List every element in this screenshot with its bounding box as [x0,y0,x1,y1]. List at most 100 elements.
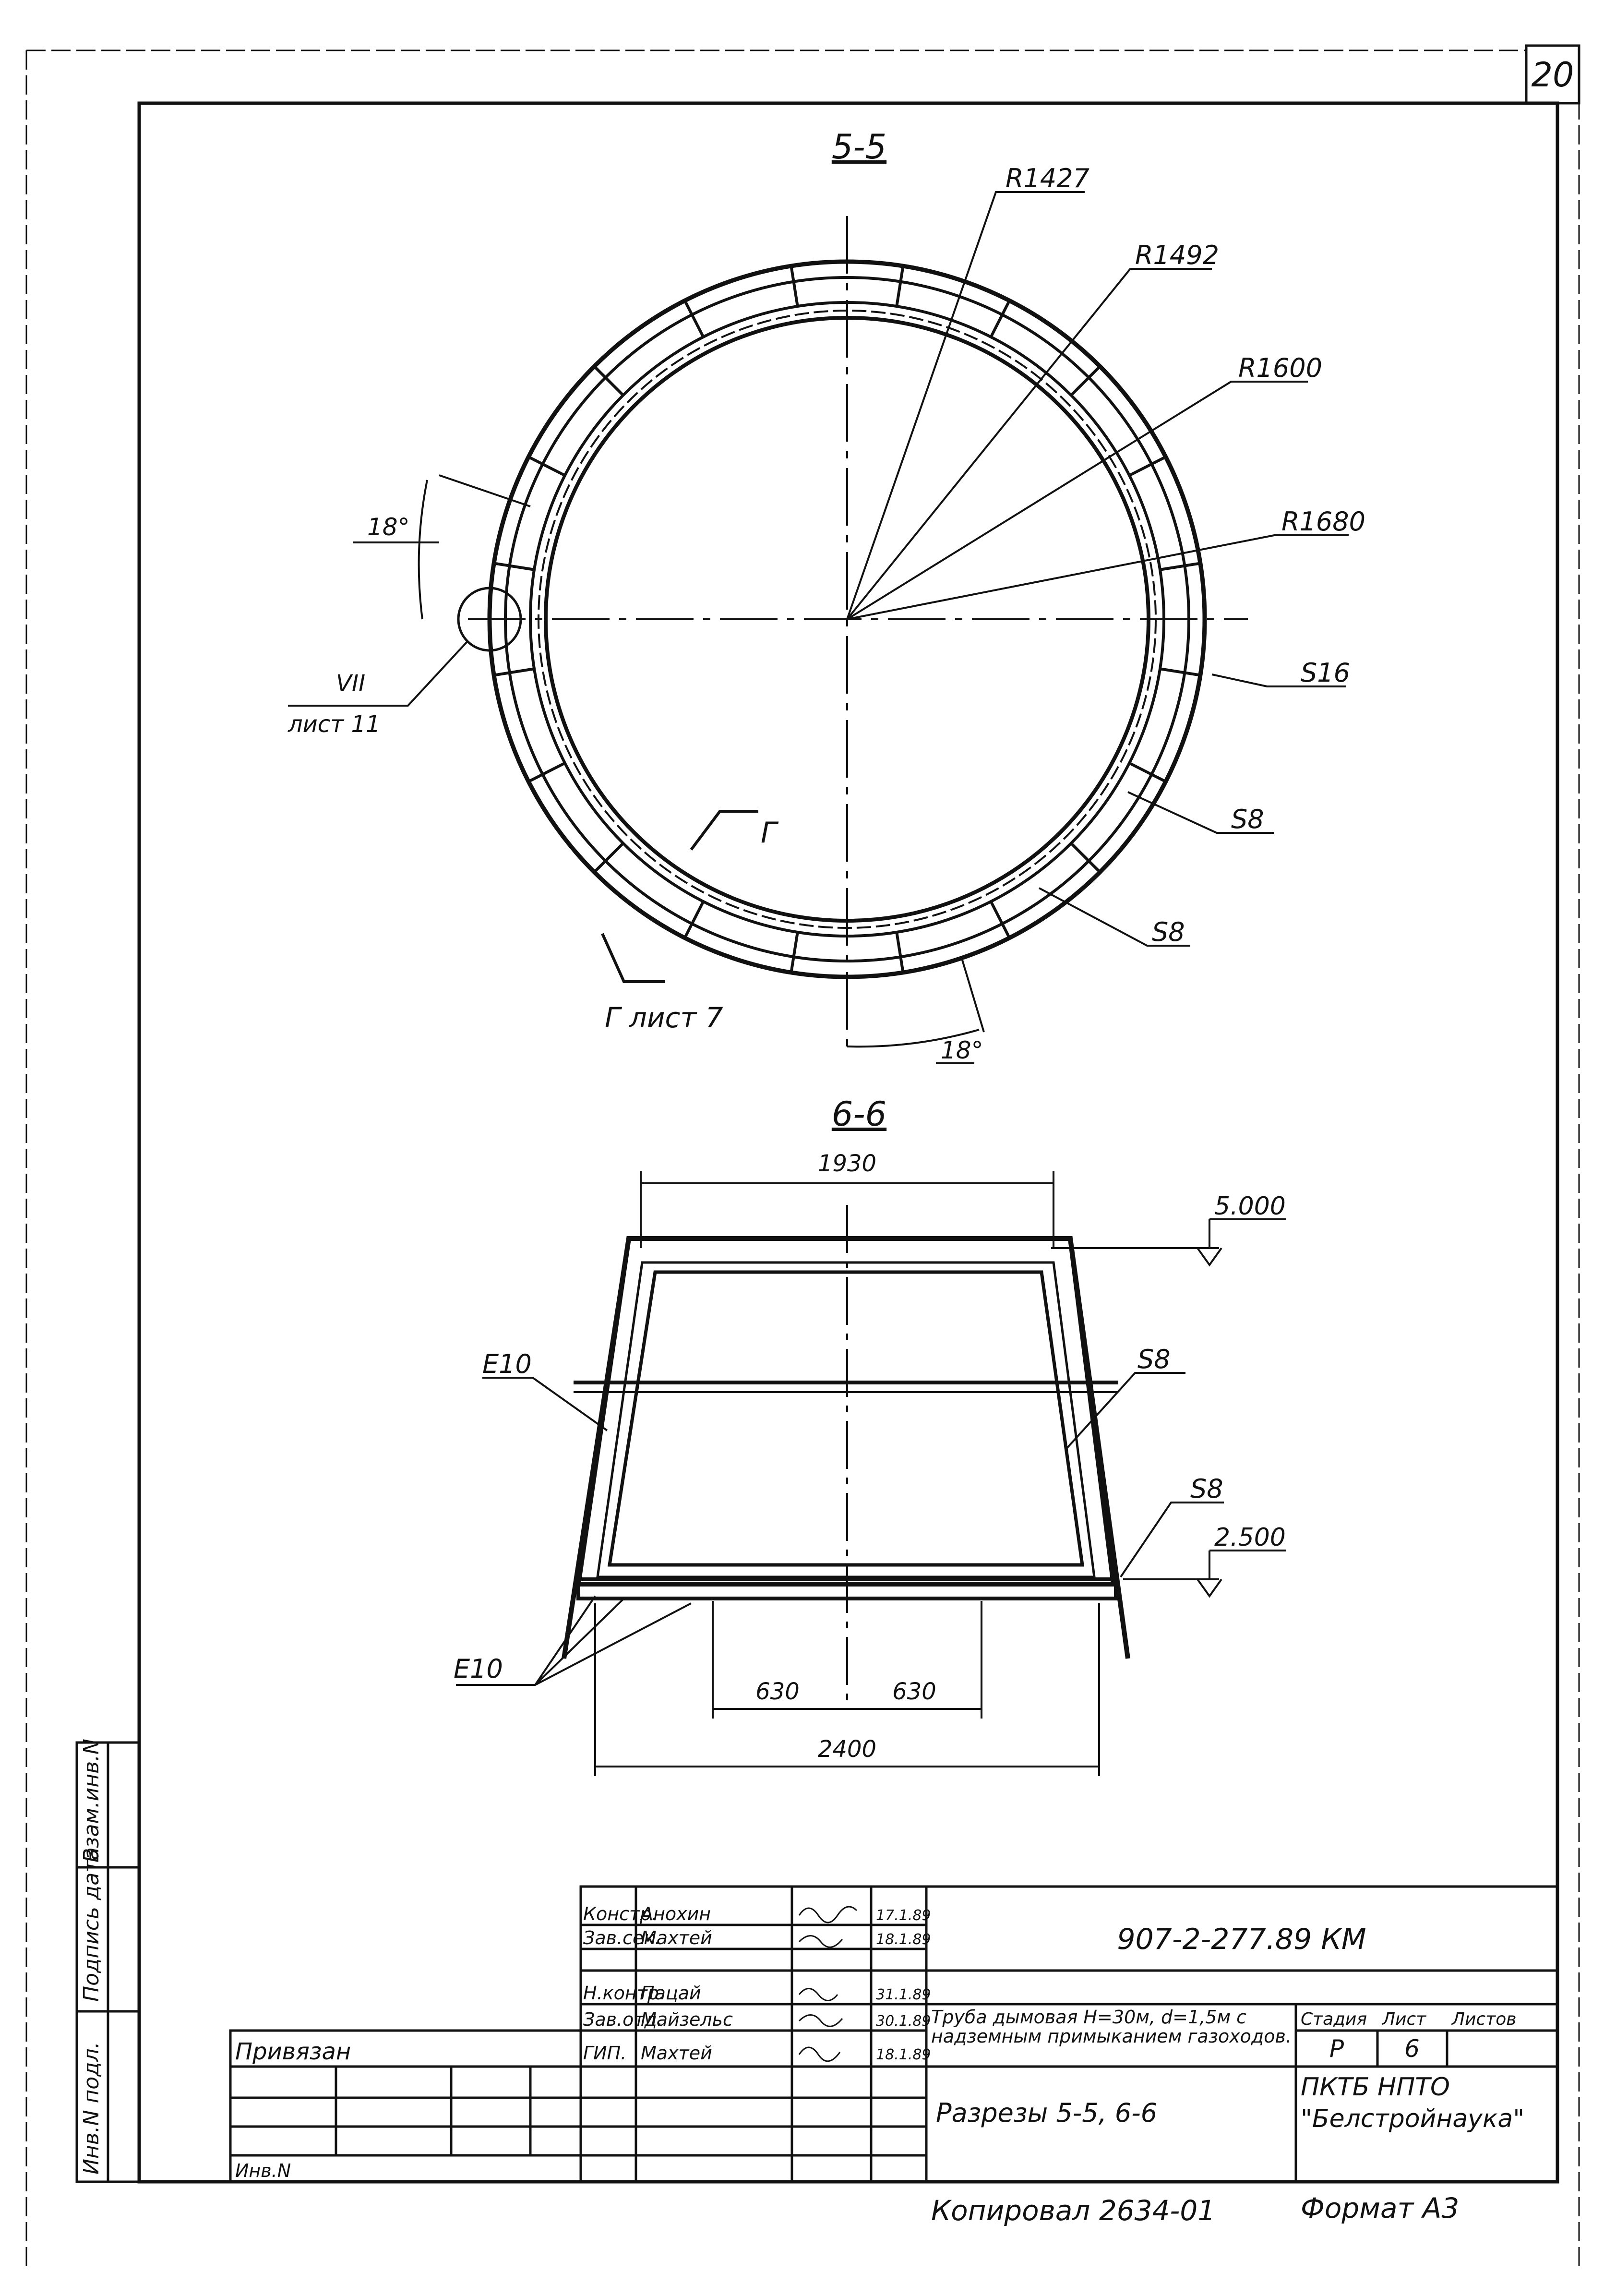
channel-b: Е10 [454,1654,503,1684]
stiffener-tick [895,265,905,307]
stiffener-tick [1160,562,1201,571]
detail-callout-circle [457,587,522,652]
angle-top: 18° [367,513,410,541]
dim-1930 [640,1171,1054,1248]
role-2: Н.контр. [583,1983,665,2004]
section-66-title: 6-6 [832,1094,886,1134]
stiffener-tick [683,300,705,338]
role-0: Констр. [583,1903,657,1924]
stiffener-tick [1128,761,1167,783]
stiffener-tick [683,901,705,939]
stiffener-tick [493,562,535,571]
dim-right-half: 630 [892,1678,936,1705]
doc-code: 907-2-277.89 КМ [1117,1923,1366,1956]
level-top-mark [1051,1218,1286,1267]
role-1: Зав.сек. [583,1927,660,1948]
format-label: Формат А3 [1301,2192,1459,2224]
channel-leader-a [482,1377,608,1431]
sheet-value: 6 [1404,2035,1420,2063]
radius-r1680: R1680 [1281,506,1365,537]
inv-no-label: Инв.N [235,2160,291,2181]
plate-leader-b [1120,1502,1224,1578]
title-block-roles: Констр. Анохин 17.1.89 Зав.сек. Махтей 1… [583,1903,931,2064]
sheet-header: Лист [1381,2009,1426,2029]
drawing-frame [137,101,1559,2184]
radius-leaders [846,191,1349,620]
stiffener-tick [1070,842,1101,873]
channel-a: Е10 [482,1349,532,1379]
level-top: 5.000 [1214,1192,1286,1221]
section-mark-upper [690,810,758,851]
angle-bottom: 18° [941,1036,983,1064]
angle-dimension-bottom [847,960,985,1064]
sheet-number: 20 [1531,55,1574,95]
thickness-s16: S16 [1301,658,1350,688]
section-55-stiffeners [493,265,1201,973]
name-1: Махтей [641,1927,712,1948]
name-0: Анохин [639,1903,711,1924]
stiffener-tick [1070,365,1101,397]
side-stamp-inv: Инв.N подл. [79,2042,104,2175]
project-name: Труба дымовая Н=30м, d=1,5м с надземным … [931,2007,1292,2047]
sheets-header: Листов [1451,2009,1516,2029]
stiffener-tick [989,300,1011,338]
project-name-box: Труба дымовая Н=30м, d=1,5м с надземным … [931,2007,1292,2047]
stage-value: Р [1329,2035,1344,2063]
detail-sheet: лист 11 [287,711,381,738]
detail-callout-leader [288,640,469,707]
detail-ref: VII [336,670,365,697]
org-box: ПКТБ НПТО "Белстройнаука" [1301,2073,1525,2133]
date-1: 18.1.89 [876,1931,931,1948]
plate-leader-a [1065,1372,1185,1451]
section-ref: Г лист 7 [605,1001,723,1034]
stiffener-tick [1160,667,1201,677]
dim-left-half: 630 [755,1678,800,1705]
role-4: ГИП. [583,2043,626,2064]
sheet-title: Разрезы 5-5, 6-6 [936,2098,1157,2128]
copied-by: Копировал 2634-01 [931,2194,1215,2227]
plate-s8-b: S8 [1190,1474,1223,1504]
dim-2400 [594,1603,1100,1776]
angle-dimension-top [353,474,531,620]
stiffener-tick [493,667,535,677]
section-55-title: 5-5 [832,127,886,167]
side-stamp-replace: Взам.инв.N [79,1739,104,1863]
stiffener-tick [790,932,799,973]
date-4: 18.1.89 [876,2046,931,2063]
stiffener-tick [790,265,799,307]
level-bottom-mark [1123,1550,1286,1598]
stiffener-tick [989,901,1011,939]
dim-bottom: 2400 [818,1736,876,1763]
level-bottom: 2.500 [1214,1523,1286,1552]
section-mark-letter: Г [761,816,779,850]
thickness-leaders [1039,673,1346,947]
stiffener-tick [527,456,566,477]
name-3: Майзельс [641,2009,733,2030]
stage-header: Стадия [1301,2009,1367,2029]
date-2: 31.1.89 [876,1986,931,2003]
stiffener-tick [1128,456,1167,477]
org-name: ПКТБ НПТО "Белстройнаука" [1301,2073,1525,2133]
name-4: Махтей [641,2043,712,2064]
stiffener-tick [593,365,624,397]
plate-s8-a: S8 [1137,1344,1171,1374]
dim-630 [712,1601,982,1719]
role-3: Зав.отд. [583,2009,663,2030]
privyazan-label: Привязан [235,2038,351,2065]
stiffener-tick [593,842,624,873]
section-mark-lower [601,933,665,983]
section-66-shell [562,1236,1130,1659]
name-2: Пацай [641,1983,701,2004]
thickness-s8-b: S8 [1152,917,1185,947]
radius-r1600: R1600 [1238,353,1322,383]
date-3: 30.1.89 [876,2013,931,2030]
sheet-number-box [1525,44,1580,105]
stiffener-tick [527,761,566,783]
date-0: 17.1.89 [876,1907,931,1924]
radius-r1427: R1427 [1006,163,1089,193]
radius-r1492: R1492 [1135,240,1219,270]
signatures [798,1906,858,2062]
thickness-s8-a: S8 [1231,804,1264,834]
channel-leader-b [456,1595,692,1686]
